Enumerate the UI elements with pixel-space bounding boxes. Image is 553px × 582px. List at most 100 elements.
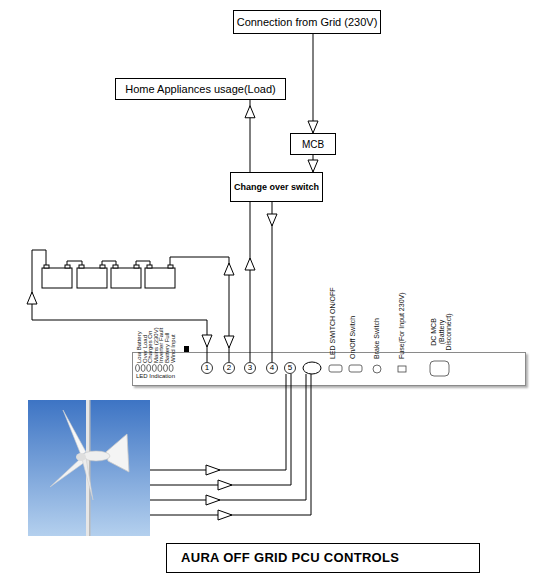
socket-oval xyxy=(303,362,321,374)
blade xyxy=(82,458,93,500)
battery xyxy=(77,268,107,288)
terminal-number: 4 xyxy=(270,364,274,372)
arrowhead xyxy=(206,495,220,505)
arrowhead xyxy=(218,480,232,490)
tail-fin xyxy=(106,434,129,472)
wire xyxy=(150,374,311,515)
load-box: Home Appliances usage(Load) xyxy=(115,78,286,100)
changeover-switch-box: Change over switch xyxy=(230,172,323,202)
arrowhead xyxy=(308,160,318,172)
wire xyxy=(150,374,286,470)
battery-terminal xyxy=(100,265,105,268)
battery xyxy=(111,268,141,288)
caption-text: AURA OFF GRID PCU CONTROLS xyxy=(181,550,399,565)
wind-turbine-photo xyxy=(28,400,150,536)
hub xyxy=(76,453,86,461)
arrowhead xyxy=(245,106,255,118)
battery xyxy=(145,268,175,288)
wire xyxy=(102,261,116,265)
led-group-label: LED Indication xyxy=(136,373,175,380)
nacelle xyxy=(82,451,110,461)
terminal-circle: 3 xyxy=(244,362,256,374)
arrowhead xyxy=(218,510,232,520)
fuse-holder xyxy=(398,366,406,372)
box-label: Change over switch xyxy=(234,182,319,192)
connector xyxy=(308,34,318,133)
battery-terminal xyxy=(147,265,152,268)
turbine-pole xyxy=(86,400,90,536)
battery-terminal xyxy=(44,265,49,268)
connector xyxy=(245,202,255,362)
led xyxy=(164,365,168,372)
control-label: On/Off Switch xyxy=(349,316,357,359)
terminal-number: 1 xyxy=(205,364,209,372)
blade xyxy=(50,458,85,487)
arrowhead xyxy=(245,258,255,270)
led-label: Wind Input xyxy=(170,334,177,363)
box-label: Home Appliances usage(Load) xyxy=(125,83,275,95)
brake-switch xyxy=(373,365,381,373)
terminal-circle: 4 xyxy=(266,362,278,374)
battery-terminal xyxy=(79,265,84,268)
led-label: Inverter Fault xyxy=(158,328,165,363)
terminal-number: 5 xyxy=(288,364,292,372)
battery-terminal xyxy=(134,265,139,268)
mcb-box: MCB xyxy=(290,133,336,155)
connector xyxy=(267,202,277,362)
onoff-switch xyxy=(349,365,362,372)
control-label: Fuse(For Input 230V) xyxy=(398,292,406,359)
battery-wires xyxy=(32,250,229,362)
connector-line xyxy=(272,202,273,362)
wire xyxy=(136,261,150,265)
battery-arrowheads xyxy=(27,263,234,348)
sky xyxy=(28,400,150,536)
terminal-number: 3 xyxy=(248,364,252,372)
led xyxy=(147,365,151,372)
turbine-wires xyxy=(150,374,311,515)
terminal-circle: 2 xyxy=(223,362,235,374)
battery-terminal xyxy=(168,265,173,268)
pcu-panel: Low BatteryOver LoadCharges OnMains (230… xyxy=(132,352,526,386)
box-label: Connection from Grid (230V) xyxy=(237,16,378,28)
led xyxy=(152,365,156,372)
battery-terminal xyxy=(113,265,118,268)
led-switch xyxy=(329,365,342,372)
connector-line xyxy=(250,202,251,362)
arrowhead xyxy=(27,292,37,304)
connector xyxy=(245,100,255,172)
led xyxy=(136,365,140,372)
control-label: DC MCB (Battery Disconnect) xyxy=(430,305,453,359)
arrowhead xyxy=(267,214,277,226)
arrowhead xyxy=(224,263,234,275)
battery-terminal xyxy=(65,265,70,268)
led xyxy=(141,365,145,372)
wire xyxy=(32,250,207,362)
arrowhead xyxy=(224,336,234,348)
wire xyxy=(150,374,306,500)
control-label: Brake Switch xyxy=(373,318,381,359)
terminal-circle: 1 xyxy=(201,362,213,374)
led xyxy=(169,365,173,372)
led-label: Charges On xyxy=(147,331,154,363)
terminal-number: 2 xyxy=(227,364,231,372)
pole-shade xyxy=(89,400,91,536)
arrowhead xyxy=(202,335,212,347)
blade xyxy=(63,410,86,455)
battery xyxy=(42,268,72,288)
caption-box: AURA OFF GRID PCU CONTROLS xyxy=(166,543,480,573)
connector xyxy=(308,155,318,172)
battery-bank xyxy=(42,265,175,288)
connector-line xyxy=(313,155,314,172)
grid-supply-box: Connection from Grid (230V) xyxy=(233,10,381,34)
dc-mcb xyxy=(430,361,449,376)
terminal-circle: 5 xyxy=(284,362,296,374)
connector-line xyxy=(250,100,251,172)
led xyxy=(158,365,162,372)
wire-arrowheads xyxy=(206,465,232,520)
wire xyxy=(150,374,291,485)
arrowhead xyxy=(206,465,220,475)
arrowhead xyxy=(308,121,318,133)
box-label: MCB xyxy=(302,139,324,150)
control-label: LED SWITCH ON/OFF xyxy=(329,287,337,359)
connector-line xyxy=(313,34,314,133)
